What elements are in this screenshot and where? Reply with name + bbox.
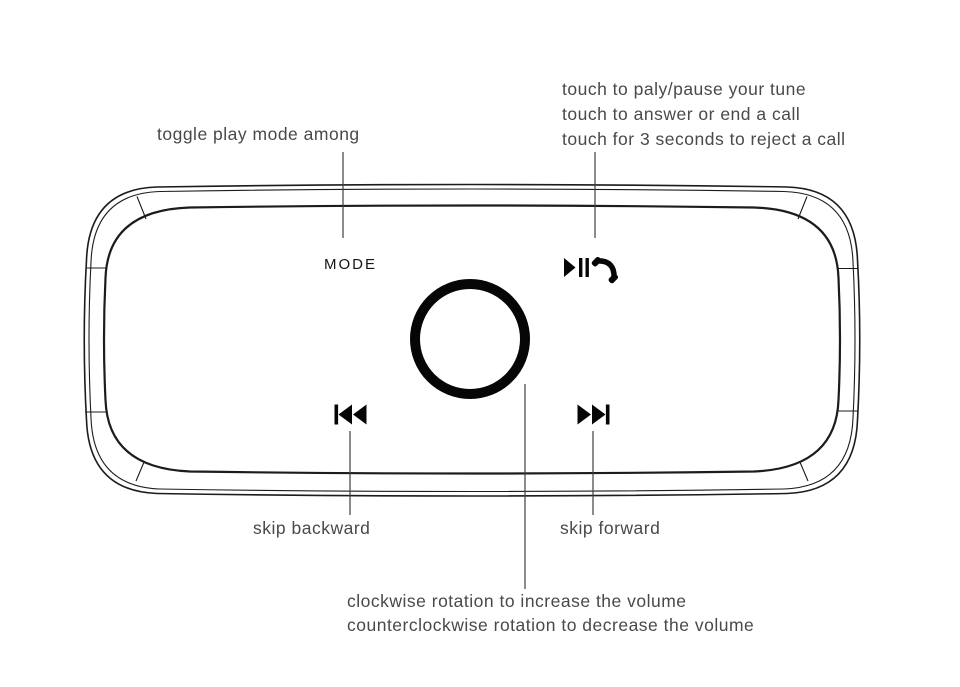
toggle-mode-label: toggle play mode among: [157, 124, 360, 144]
device-outer-edge: [83, 183, 861, 497]
volume-dial-ring: [410, 279, 530, 399]
skip-forward-label: skip forward: [560, 518, 661, 538]
play-pause-callout-line1: touch to paly/pause your tune: [562, 79, 807, 99]
play-pause-callout-line2: touch to answer or end a call: [562, 104, 801, 124]
phone-handset-icon: [591, 256, 619, 284]
device-outline: [83, 183, 861, 497]
skip-backward-label: skip backward: [253, 518, 371, 538]
play-pause-callout: touch to paly/pause your tune touch to a…: [562, 77, 846, 152]
play-pause-callout-line3: touch for 3 seconds to reject a call: [562, 129, 846, 149]
skip-forward-icon: [577, 404, 610, 425]
volume-callout-line1: clockwise rotation to increase the volum…: [347, 591, 687, 611]
mode-button-label: MODE: [324, 256, 377, 273]
volume-callout: clockwise rotation to increase the volum…: [347, 590, 754, 637]
skip-backward-icon: [334, 404, 367, 425]
leader-lines: [342, 152, 596, 589]
device-top-face-edge: [102, 204, 842, 475]
panel-seam-ticks: [85, 196, 859, 482]
device-rim-line: [88, 188, 856, 493]
play-pause-icon: [564, 258, 589, 277]
volume-callout-line2: counterclockwise rotation to decrease th…: [347, 614, 755, 635]
play-pause-phone-icon: [564, 256, 619, 284]
